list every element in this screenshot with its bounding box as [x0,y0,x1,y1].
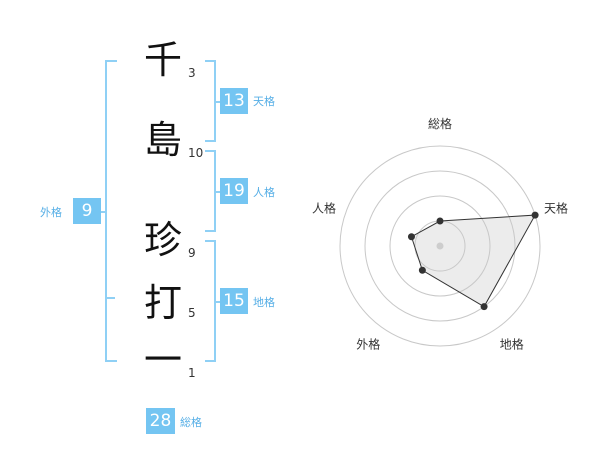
chikaku-label: 地格 [253,296,275,309]
jinkaku-label: 人格 [253,186,275,199]
gaikaku-bracket-mid [97,211,105,213]
stroke-count-1: 3 [188,66,196,80]
jinkaku-tick [214,191,220,193]
radar-point-2 [531,211,539,219]
soukaku-badge: 28 [146,408,175,434]
name-char-2: 島 [143,118,182,162]
stroke-count-4: 5 [188,306,196,320]
radar-axis-label-5: 人格 [312,200,336,215]
radar-ring [339,145,541,347]
gaikaku-bracket-split [105,297,115,299]
chikaku-badge: 15 [220,288,248,314]
gaikaku-badge: 9 [73,198,101,224]
radar-axis-label-1: 総格 [428,116,452,131]
tenkaku-badge: 13 [220,88,248,114]
gaikaku-label: 外格 [40,206,62,219]
radar-point-4 [418,266,426,274]
radar-point-1 [436,217,444,225]
radar-axis-label-2: 天格 [544,200,568,215]
radar-area [410,214,536,308]
tenkaku-label: 天格 [253,95,275,108]
soukaku-label: 総格 [180,416,202,429]
radar-point-5 [407,233,415,241]
radar-ring [364,170,516,322]
stroke-count-3: 9 [188,246,196,260]
stroke-count-2: 10 [188,146,204,160]
gaikaku-bracket [105,60,117,362]
jinkaku-badge: 19 [220,178,248,204]
radar-axis-label-4: 外格 [356,337,380,352]
name-char-4: 打 [143,281,182,325]
radar-point-3 [480,303,488,311]
stroke-count-5: 1 [188,366,196,380]
chikaku-tick [214,301,220,303]
tenkaku-tick [214,101,220,103]
radar-center [436,242,444,250]
name-char-5: 一 [143,338,182,382]
name-char-3: 珍 [143,218,182,262]
radar-ring [389,195,491,297]
radar-axis-label-3: 地格 [500,337,524,352]
name-char-1: 千 [143,38,182,82]
